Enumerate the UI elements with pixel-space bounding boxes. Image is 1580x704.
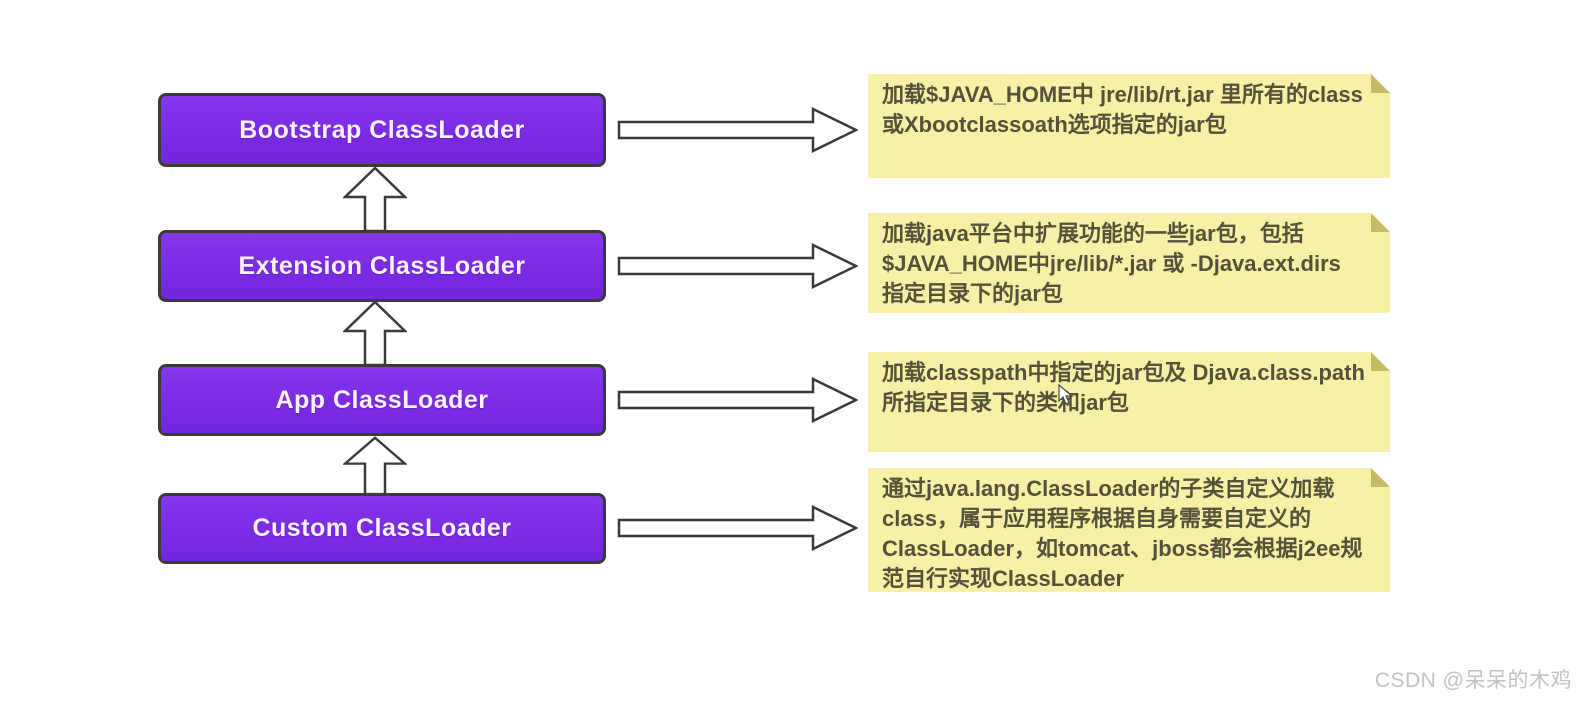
note-extension-classloader: 加载java平台中扩展功能的一些jar包，包括 $JAVA_HOME中jre/l… xyxy=(868,213,1390,313)
node-label: App ClassLoader xyxy=(275,385,489,414)
node-label: Bootstrap ClassLoader xyxy=(239,115,525,144)
note-text: 加载classpath中指定的jar包及 Djava.class.path 所指… xyxy=(882,360,1365,415)
node-bootstrap-classloader: Bootstrap ClassLoader xyxy=(158,93,606,167)
node-label: Extension ClassLoader xyxy=(238,251,526,280)
right-arrow-icon xyxy=(617,243,858,289)
up-arrow-icon xyxy=(343,166,407,231)
up-arrow-icon xyxy=(343,436,407,494)
right-arrow-icon xyxy=(617,377,858,423)
note-app-classloader: 加载classpath中指定的jar包及 Djava.class.path 所指… xyxy=(868,352,1390,452)
folded-corner-icon xyxy=(1371,468,1390,487)
node-app-classloader: App ClassLoader xyxy=(158,364,606,436)
node-custom-classloader: Custom ClassLoader xyxy=(158,493,606,564)
note-custom-classloader: 通过java.lang.ClassLoader的子类自定义加载 class，属于… xyxy=(868,468,1390,592)
up-arrow-icon xyxy=(343,300,407,365)
note-text: 通过java.lang.ClassLoader的子类自定义加载 class，属于… xyxy=(882,476,1363,591)
right-arrow-icon xyxy=(617,107,858,153)
folded-corner-icon xyxy=(1371,213,1390,232)
folded-corner-icon xyxy=(1371,352,1390,371)
note-text: 加载$JAVA_HOME中 jre/lib/rt.jar 里所有的class 或… xyxy=(882,82,1363,137)
node-label: Custom ClassLoader xyxy=(252,514,512,542)
note-bootstrap-classloader: 加载$JAVA_HOME中 jre/lib/rt.jar 里所有的class 或… xyxy=(868,74,1390,178)
folded-corner-icon xyxy=(1371,74,1390,93)
mouse-cursor-icon xyxy=(1058,384,1074,405)
node-extension-classloader: Extension ClassLoader xyxy=(158,230,606,302)
right-arrow-icon xyxy=(617,505,858,551)
watermark: CSDN @呆呆的木鸡 xyxy=(1374,669,1572,692)
note-text: 加载java平台中扩展功能的一些jar包，包括 $JAVA_HOME中jre/l… xyxy=(882,221,1341,306)
